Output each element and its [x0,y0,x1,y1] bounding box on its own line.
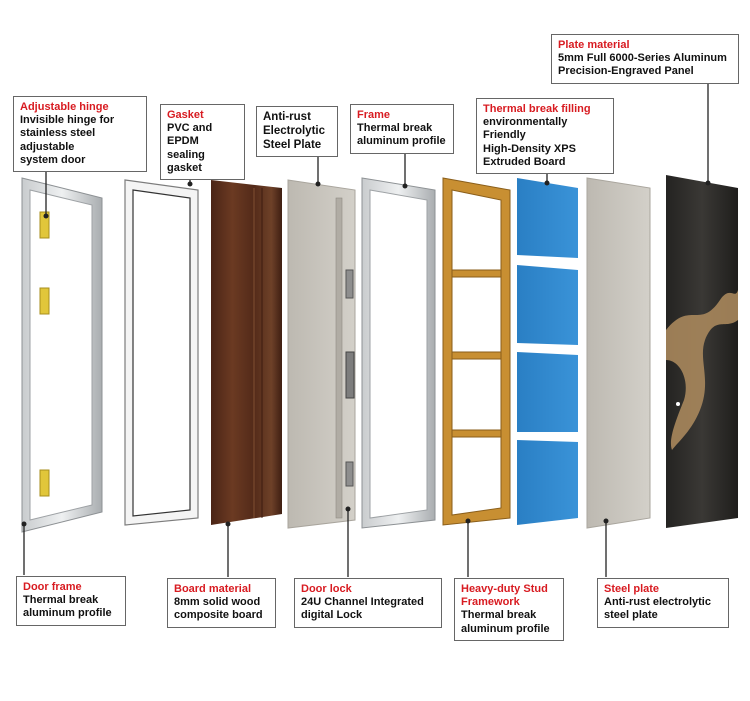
callout-board-material: Board material 8mm solid wood composite … [167,578,276,628]
hinge-icon [39,469,50,497]
gasket-part [124,179,199,526]
hinge-icon [39,211,50,239]
callout-door-lock: Door lock 24U Channel Integrated digital… [294,578,442,628]
callout-desc: environmentally Friendly High-Density XP… [483,116,576,168]
callout-adjustable-hinge: Adjustable hinge Invisible hinge for sta… [13,96,147,172]
steel-plate-part [586,177,651,529]
callout-desc: Anti-rust Electrolytic Steel Plate [263,111,325,151]
leader-dots [21,180,711,527]
callout-title: Heavy-duty Stud Framework [461,583,548,609]
callout-title: Thermal break filling [483,103,591,115]
callout-title: Adjustable hinge [20,101,109,113]
door-frame-part [21,177,103,533]
stud-framework-part [442,177,511,526]
callout-desc: Anti-rust electrolytic steel plate [604,596,711,622]
callout-desc: Thermal break aluminum profile [357,122,446,148]
engraved-panel-part [666,175,738,528]
callout-title: Door lock [301,583,352,595]
callout-anti-rust-plate: Anti-rust Electrolytic Steel Plate [256,106,338,158]
lock-plate-part [287,179,356,529]
callout-title: Gasket [167,109,204,121]
callout-title: Door frame [23,581,82,593]
callout-frame: Frame Thermal break aluminum profile [350,104,454,154]
lock-hardware-icon [345,351,355,399]
lock-hardware-icon [345,269,354,299]
callout-desc: PVC and EPDM sealing gasket [167,122,213,174]
callout-title: Steel plate [604,583,660,595]
callout-stud-framework: Heavy-duty Stud Framework Thermal break … [454,578,564,641]
lock-hardware-icon [345,461,354,487]
xps-filling-part [517,178,578,525]
callout-desc: Thermal break aluminum profile [461,609,550,635]
frame-part [361,177,436,529]
wood-board-part [211,180,282,525]
callout-title: Board material [174,583,252,595]
callout-desc: Invisible hinge for stainless steel adju… [20,114,115,166]
callout-gasket: Gasket PVC and EPDM sealing gasket [160,104,245,180]
callout-desc: Thermal break aluminum profile [23,594,112,620]
callout-door-frame: Door frame Thermal break aluminum profil… [16,576,126,626]
callout-desc: 24U Channel Integrated digital Lock [301,596,424,622]
callout-plate-material: Plate material 5mm Full 6000-Series Alum… [551,34,739,84]
callout-desc: 5mm Full 6000-Series Aluminum Precision-… [558,52,727,78]
callout-title: Frame [357,109,391,121]
callout-thermal-break-filling: Thermal break filling environmentally Fr… [476,98,614,174]
callout-title: Plate material [558,39,630,51]
callout-steel-plate: Steel plate Anti-rust electrolytic steel… [597,578,729,628]
callout-desc: 8mm solid wood composite board [174,596,263,622]
hinge-icon [39,287,50,315]
